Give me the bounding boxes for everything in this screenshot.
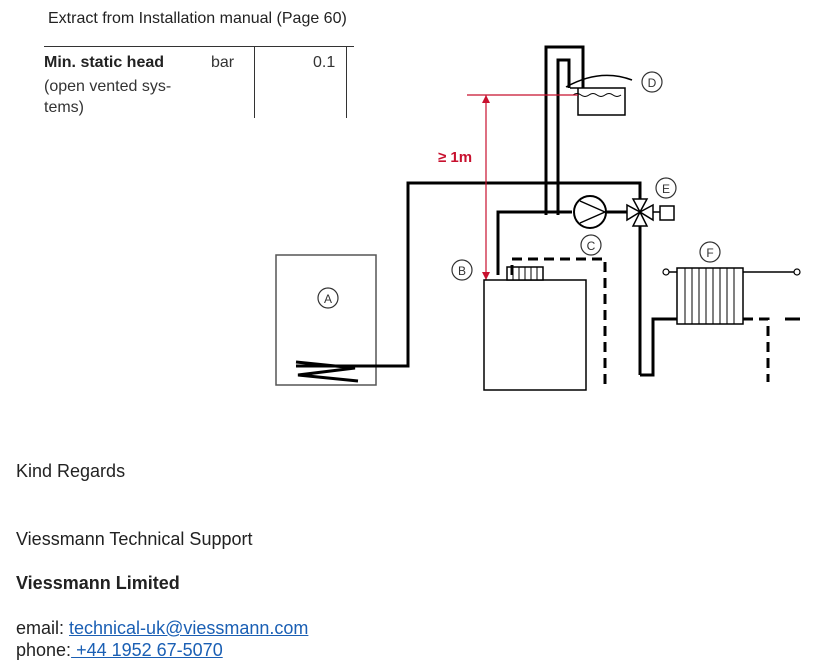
label-d-circle bbox=[641, 71, 663, 93]
label-e-circle bbox=[655, 177, 677, 199]
height-label: ≥ 1m bbox=[438, 149, 472, 166]
valve-actuator bbox=[659, 205, 675, 221]
label-c: C bbox=[587, 239, 596, 253]
table-top-border bbox=[44, 46, 354, 47]
phone-line: phone: +44 1952 67-5070 bbox=[16, 640, 223, 661]
flow-pipe bbox=[296, 181, 642, 375]
phone-label: phone: bbox=[16, 640, 72, 660]
valve-bottom bbox=[631, 210, 649, 227]
cold-feed-pipe bbox=[556, 58, 571, 215]
manual-extract: Extract from Installation manual (Page 6… bbox=[44, 10, 801, 391]
extract-title: Extract from Installation manual (Page 6… bbox=[48, 10, 347, 27]
return-pipe bbox=[496, 210, 572, 275]
radiator-return-dashed bbox=[743, 317, 770, 382]
label-f: F bbox=[706, 246, 713, 260]
email-link[interactable]: technical-uk@viessmann.com bbox=[69, 618, 309, 638]
valve-top bbox=[631, 198, 649, 214]
company-name: Viessmann Limited bbox=[16, 573, 180, 593]
table-divider-unit bbox=[254, 46, 255, 118]
cylinder-b bbox=[483, 279, 587, 391]
tank-water-line bbox=[572, 93, 622, 97]
boiler-a-outline bbox=[275, 254, 377, 386]
dashed-return bbox=[510, 257, 607, 390]
tank-overflow bbox=[565, 74, 633, 88]
label-f-circle bbox=[699, 241, 721, 263]
label-c-circle bbox=[580, 234, 602, 256]
email-line: email: technical-uk@viessmann.com bbox=[16, 618, 308, 639]
label-e: E bbox=[662, 182, 670, 196]
pump-line-1 bbox=[579, 200, 606, 213]
pump-line-2 bbox=[579, 211, 606, 224]
installation-diagram: A D ≥ 1m C bbox=[275, 45, 801, 391]
valve-left bbox=[626, 203, 642, 222]
label-a: A bbox=[324, 292, 332, 306]
label-a-circle bbox=[317, 287, 339, 309]
phone-link[interactable]: +44 1952 67-5070 bbox=[71, 640, 223, 660]
spec-table: Min. static head (open vented sys-tems) … bbox=[44, 46, 364, 118]
radiator-f bbox=[676, 267, 744, 325]
rad-valve-left bbox=[662, 268, 670, 276]
team-name: Viessmann Technical Support bbox=[16, 529, 253, 549]
pump-c bbox=[573, 195, 607, 229]
label-b-circle bbox=[451, 259, 473, 281]
label-d: D bbox=[648, 76, 657, 90]
closing-text: Kind Regards bbox=[16, 461, 126, 481]
label-b: B bbox=[458, 264, 466, 278]
rad-valve-right bbox=[793, 268, 801, 276]
spec-parameter-sub: (open vented sys-tems) bbox=[44, 78, 172, 116]
radiator-flow-pipe bbox=[640, 317, 677, 377]
email-label: email: bbox=[16, 618, 70, 638]
dimension-arrow-top bbox=[482, 95, 490, 103]
tank-d bbox=[570, 87, 626, 116]
dimension-arrow-bottom bbox=[482, 272, 490, 280]
vent-pipe bbox=[544, 45, 585, 215]
spec-parameter: Min. static head bbox=[44, 54, 165, 71]
table-divider-value bbox=[346, 46, 347, 118]
spec-unit: bar bbox=[211, 54, 235, 71]
spec-value: 0.1 bbox=[313, 54, 336, 71]
